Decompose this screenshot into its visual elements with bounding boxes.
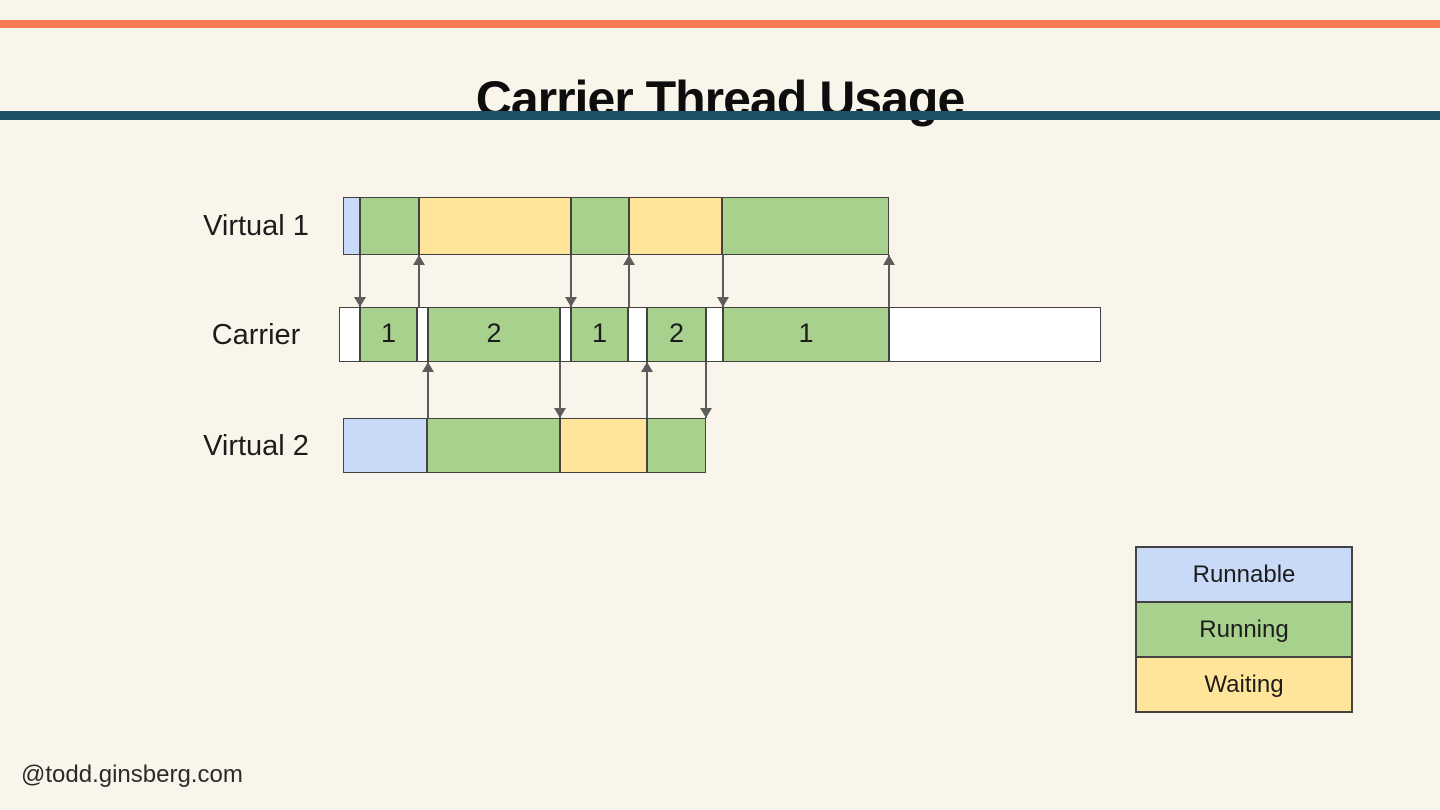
title-divider xyxy=(0,111,1440,120)
arrowhead-up-icon xyxy=(422,362,434,372)
arrowhead-down-icon xyxy=(700,408,712,418)
arrowhead-down-icon xyxy=(565,297,577,307)
transition-arrow-line xyxy=(628,255,630,307)
carrier-segment-running: 1 xyxy=(723,307,889,362)
legend-label-runnable: Runnable xyxy=(1192,561,1296,588)
carrier-segment-idle xyxy=(628,307,647,362)
transition-arrow-line xyxy=(418,255,420,307)
arrowhead-down-icon xyxy=(554,408,566,418)
virtual-2-segment-runnable xyxy=(343,418,427,473)
virtual-2-segment-waiting xyxy=(560,418,647,473)
carrier-segment-running: 1 xyxy=(360,307,417,362)
transition-arrow-line xyxy=(722,255,724,307)
arrowhead-down-icon xyxy=(354,297,366,307)
virtual-2-segment-running xyxy=(427,418,560,473)
legend-item-waiting: Waiting xyxy=(1137,656,1351,711)
arrowhead-up-icon xyxy=(641,362,653,372)
legend-item-running: Running xyxy=(1137,601,1351,656)
arrowhead-up-icon xyxy=(883,255,895,265)
carrier-segment-idle xyxy=(339,307,360,362)
transition-arrow-line xyxy=(705,362,707,418)
arrowhead-up-icon xyxy=(623,255,635,265)
carrier-segment-idle xyxy=(560,307,571,362)
row-label-carrier: Carrier xyxy=(211,318,301,351)
legend: Runnable Running Waiting xyxy=(1135,546,1353,713)
transition-arrow-line xyxy=(559,362,561,418)
arrowhead-up-icon xyxy=(413,255,425,265)
top-accent-bar xyxy=(0,20,1440,28)
footer-handle: @todd.ginsberg.com xyxy=(21,761,243,788)
carrier-segment-idle xyxy=(889,307,1101,362)
legend-label-waiting: Waiting xyxy=(1204,671,1284,698)
row-label-virtual-2: Virtual 2 xyxy=(203,429,309,462)
carrier-segment-running: 2 xyxy=(428,307,560,362)
virtual-1-segment-runnable xyxy=(343,197,360,255)
transition-arrow-line xyxy=(646,362,648,418)
virtual-1-segment-waiting xyxy=(629,197,722,255)
row-label-virtual-1: Virtual 1 xyxy=(203,210,309,242)
carrier-segment-running: 1 xyxy=(571,307,628,362)
virtual-1-segment-running xyxy=(571,197,629,255)
transition-arrow-line xyxy=(359,255,361,307)
virtual-1-segment-running xyxy=(360,197,419,255)
legend-label-running: Running xyxy=(1199,616,1289,643)
virtual-1-segment-running xyxy=(722,197,889,255)
arrowhead-down-icon xyxy=(717,297,729,307)
legend-item-runnable: Runnable xyxy=(1137,548,1351,601)
transition-arrow-line xyxy=(427,362,429,418)
carrier-segment-running: 2 xyxy=(647,307,706,362)
carrier-segment-idle xyxy=(706,307,723,362)
carrier-segment-idle xyxy=(417,307,428,362)
virtual-1-segment-waiting xyxy=(419,197,571,255)
transition-arrow-line xyxy=(888,255,890,307)
transition-arrow-line xyxy=(570,255,572,307)
virtual-2-segment-running xyxy=(647,418,706,473)
